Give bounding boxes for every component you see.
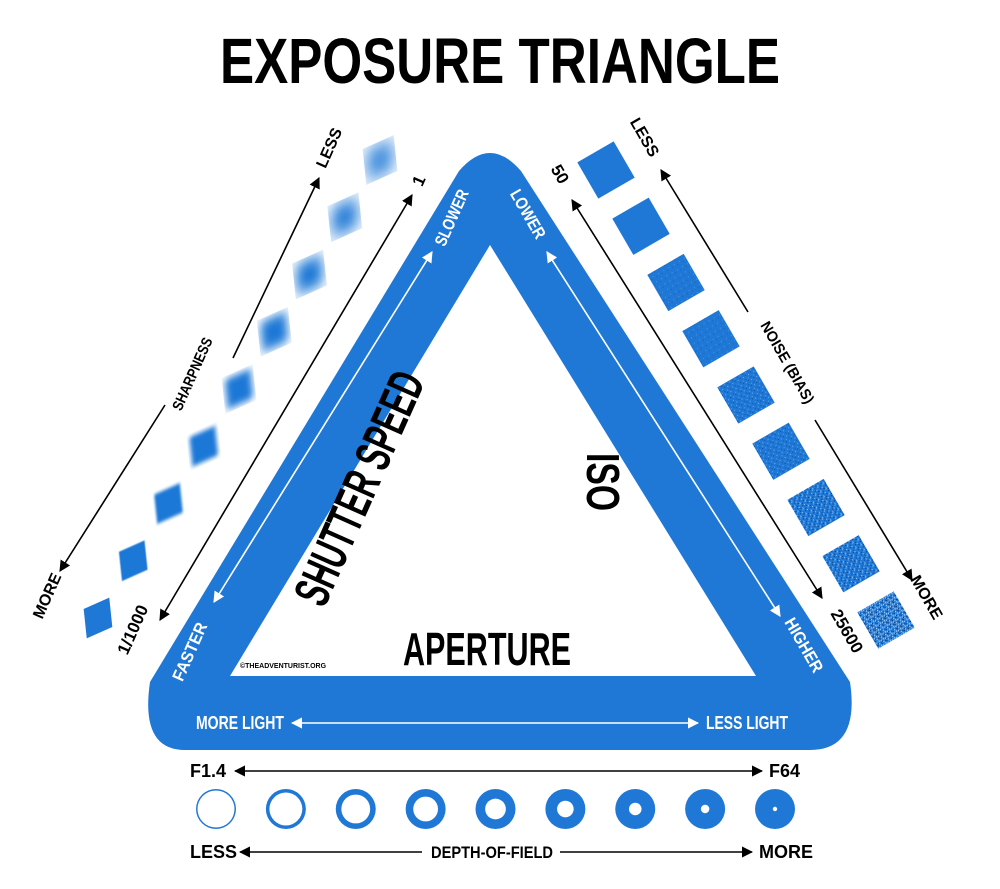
aperture-opening — [557, 800, 574, 818]
sharpness-sample — [154, 483, 183, 524]
noise-arrow-lower — [814, 419, 913, 581]
noise-more-label: MORE — [907, 573, 946, 623]
aperture-sample — [265, 789, 306, 829]
sharpness-arrow-lower — [59, 404, 166, 572]
sharpness-sample — [189, 425, 219, 467]
aperture-opening — [485, 798, 506, 820]
aperture-sample — [545, 789, 586, 829]
sharpness-sample — [259, 311, 289, 353]
sharpness-sample — [295, 254, 324, 295]
aperture-sample — [685, 789, 726, 829]
noise-sample — [612, 197, 670, 255]
sharpness-sample — [224, 368, 254, 410]
aperture-opening — [628, 802, 642, 816]
aperture-max-value: F64 — [769, 761, 800, 781]
sharpness-less-label: LESS — [314, 125, 347, 170]
dof-more-label: MORE — [759, 842, 813, 862]
sharpness-label: SHARPNESS — [169, 335, 216, 413]
aperture-opening — [269, 792, 303, 826]
aperture-opening — [341, 794, 371, 824]
shutter-max-value: 1 — [408, 173, 429, 189]
shutter-range-arrow — [159, 194, 413, 621]
aperture-opening — [197, 790, 235, 828]
aperture-sample — [405, 789, 446, 829]
sharpness-arrow-upper — [232, 176, 320, 359]
noise-sample — [682, 310, 740, 368]
noise-sample — [857, 591, 915, 649]
aperture-sample — [615, 789, 656, 829]
dof-less-label: LESS — [190, 842, 237, 862]
noise-less-label: LESS — [626, 115, 662, 160]
aperture-sample — [475, 789, 516, 829]
sharpness-more-label: MORE — [30, 570, 65, 621]
less-light-label: LESS LIGHT — [706, 713, 788, 733]
aperture-opening — [772, 806, 778, 812]
iso-label: ISO — [577, 453, 629, 511]
page-title: EXPOSURE TRIANGLE — [220, 25, 780, 97]
credit-text: ©THEADVENTURIST.ORG — [240, 662, 327, 670]
aperture-sample — [755, 789, 795, 829]
aperture-opening — [700, 804, 710, 814]
aperture-label: APERTURE — [403, 623, 571, 675]
sharpness-sample — [118, 540, 148, 582]
noise-sample — [787, 478, 845, 537]
noise-sample — [717, 366, 775, 424]
more-light-label: MORE LIGHT — [196, 713, 284, 733]
sharpness-sample — [83, 597, 113, 639]
noise-sample — [647, 253, 705, 312]
dof-label: DEPTH-OF-FIELD — [431, 843, 553, 862]
aperture-sample — [196, 789, 236, 829]
aperture-sample — [335, 789, 376, 829]
iso-range-arrow — [571, 199, 823, 599]
aperture-min-value: F1.4 — [190, 761, 226, 781]
noise-sample — [577, 141, 635, 199]
aperture-samples — [196, 789, 795, 829]
noise-sample — [822, 535, 880, 593]
sharpness-sample — [365, 139, 395, 181]
iso-min-value: 50 — [547, 161, 573, 187]
noise-arrow-upper — [660, 169, 749, 313]
sharpness-sample — [330, 196, 360, 238]
shutter-min-value: 1/1000 — [114, 602, 153, 657]
aperture-opening — [413, 796, 439, 822]
noise-sample — [752, 422, 810, 480]
